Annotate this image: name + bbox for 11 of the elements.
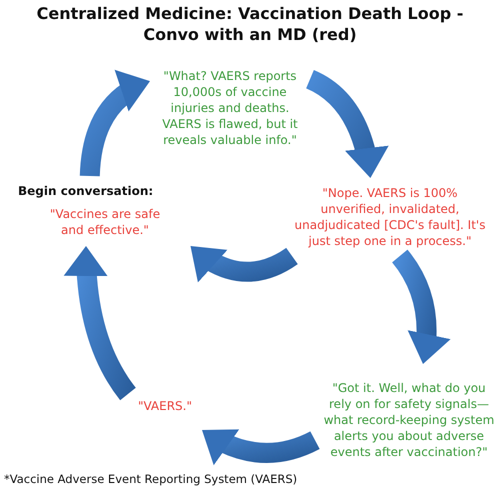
quote-text: "VAERS." [136, 398, 194, 414]
heading-text: Begin conversation: [17, 184, 154, 198]
quote-text: "Got it. Well, what do you rely on for safety signals—what record-keeping system alerts you about adverse events after vaccination?" [322, 380, 495, 460]
curved-arrow [306, 70, 388, 180]
quote-text: "What? VAERS reports 10,000s of vaccine injuries and deaths. VAERS is flawed, but it reveals valuable info." [161, 68, 299, 148]
title: Centralized Medicine: Vaccination Death Loop - Convo with an MD (red) [36, 4, 464, 46]
curved-arrow [64, 246, 136, 400]
footnote: *Vaccine Adverse Event Reporting System (VAERS) [4, 472, 298, 486]
curved-arrow [392, 250, 450, 366]
quote-text: "Nope. VAERS is 100% unverified, invalidated, unadjudicated [CDC's fault]. It's just step one in a process." [294, 184, 486, 250]
quote-text: "Vaccines are safe and effective." [48, 206, 162, 238]
